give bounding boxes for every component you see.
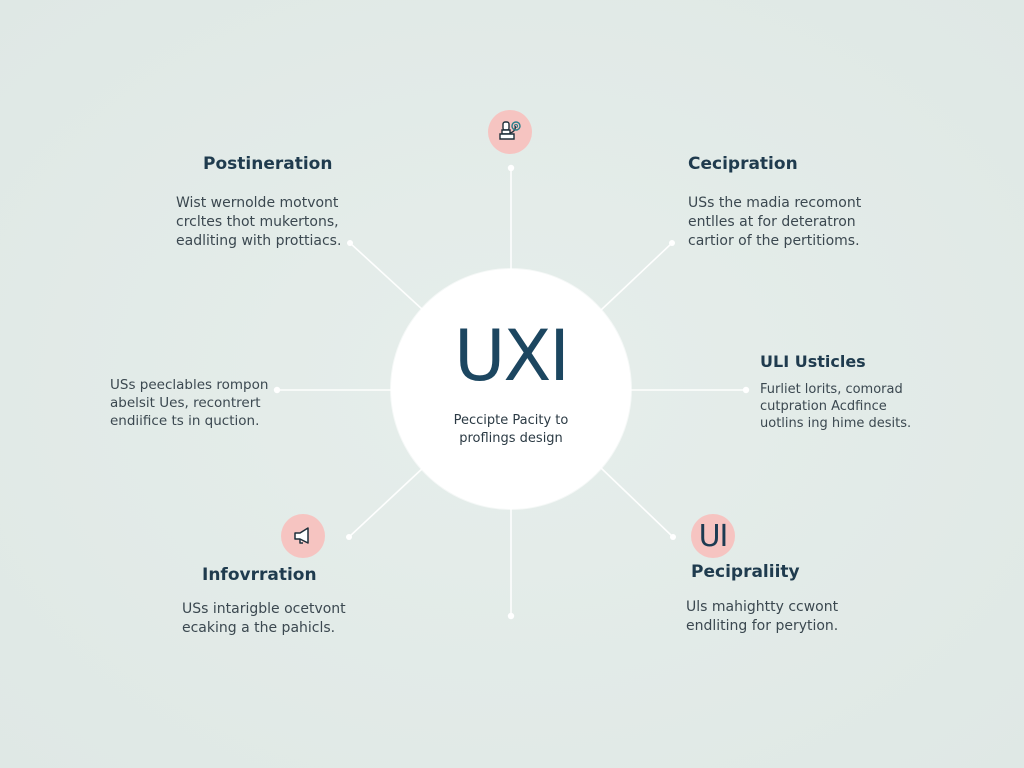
node-bottom-left: Infovrration USs intarigble ocetvont eca… [182, 565, 372, 638]
stamp-icon [488, 110, 532, 154]
megaphone-icon [281, 514, 325, 558]
central-hub: UXI Peccipte Pacity to proflings design [391, 269, 631, 509]
node-description: USs peeclables rompon abelsit Ues, recon… [110, 377, 269, 429]
node-description: Furliet lorits, comorad cutpration Acdfi… [760, 382, 912, 431]
hub-title: UXI [454, 315, 570, 397]
hub-subtitle: Peccipte Pacity to proflings design [391, 412, 631, 448]
node-top-right: Cecipration USs the madia recomont entll… [688, 154, 898, 251]
ui-text-icon: UI [691, 514, 735, 558]
node-middle-left: USs peeclables rompon abelsit Ues, recon… [110, 376, 280, 430]
node-title: Infovrration [202, 565, 317, 585]
hub-subtitle-line2: proflings design [459, 431, 563, 446]
node-middle-right: ULI Usticles Furliet lorits, comorad cut… [760, 352, 940, 432]
megaphone-icon-glyph [294, 527, 309, 544]
node-title: Cecipration [688, 154, 798, 174]
hub-subtitle-line1: Peccipte Pacity to [453, 413, 569, 428]
node-title: ULI Usticles [760, 352, 866, 371]
node-bottom-right: Pecipraliity Uls mahightty ccwont endlit… [686, 562, 876, 636]
node-description: Wist wernolde motvont crcltes thot muker… [176, 195, 342, 249]
node-title: Postineration [203, 154, 333, 174]
node-description: USs the madia recomont entlles at for de… [688, 195, 862, 249]
node-title: Pecipraliity [691, 562, 800, 582]
stamp-icon-glyph [499, 121, 521, 140]
node-description: USs intarigble ocetvont ecaking a the pa… [182, 601, 346, 636]
node-description: Uls mahightty ccwont endliting for peryt… [686, 599, 839, 634]
connector-dot [507, 164, 515, 172]
node-top-left: Postineration Wist wernolde motvont crcl… [176, 154, 376, 251]
